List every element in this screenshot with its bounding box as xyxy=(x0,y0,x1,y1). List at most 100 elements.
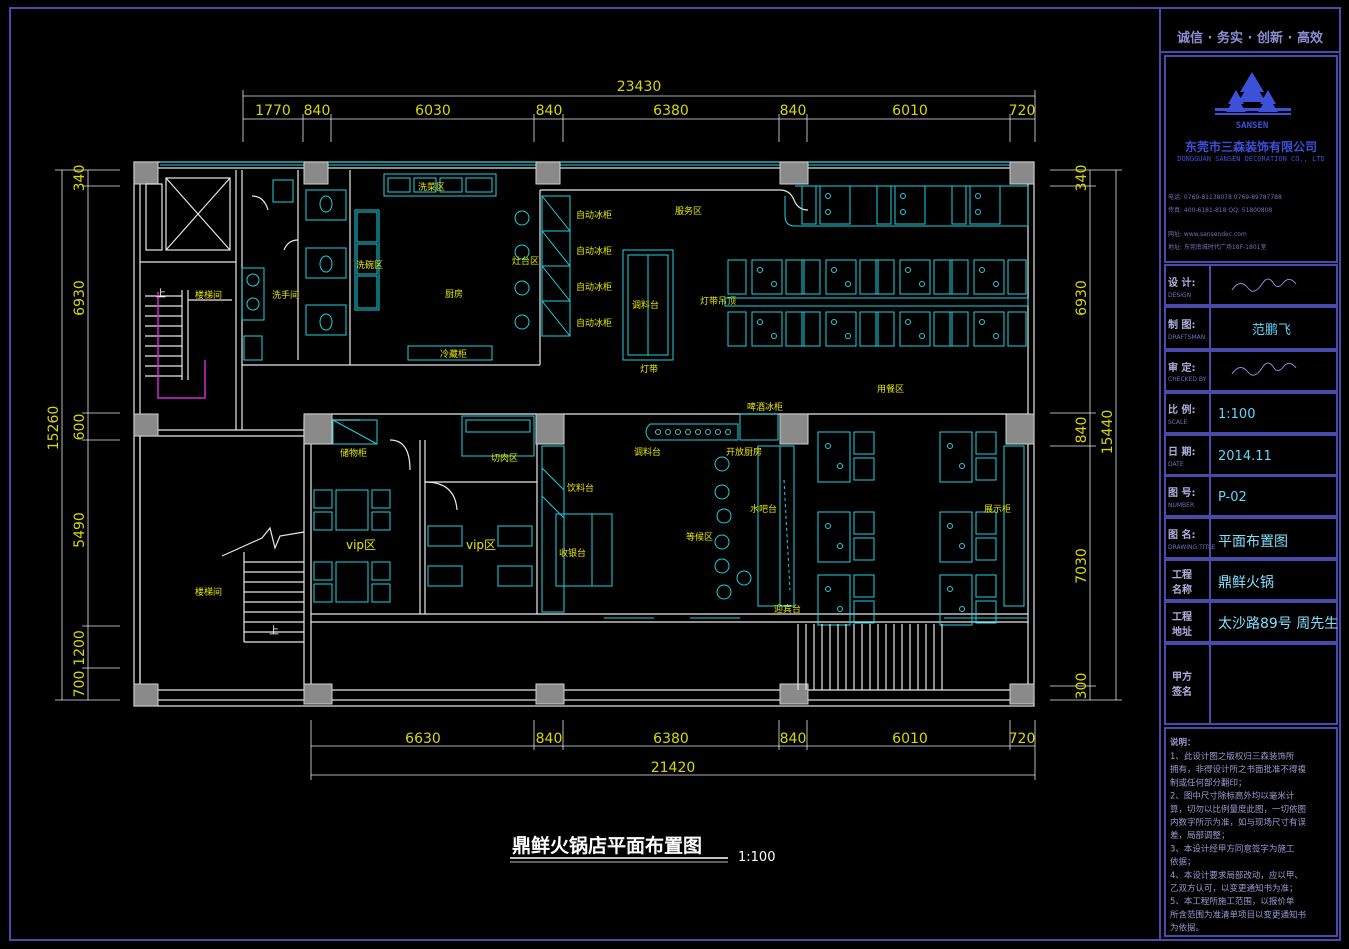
dining-chair xyxy=(975,574,997,598)
dim-top-3: 6030 xyxy=(415,103,451,119)
draw-sub: DRAFTSMAN xyxy=(1168,334,1205,341)
fridge-row: 自动冰柜 自动冰柜 自动冰柜 自动冰柜 服务区 xyxy=(541,195,702,337)
walls xyxy=(133,161,1035,707)
booth-table xyxy=(751,311,783,347)
design-sub: DESIGN xyxy=(1168,292,1191,299)
booth-bench xyxy=(875,259,895,295)
booth-bench xyxy=(875,311,895,347)
designer-signature xyxy=(1231,278,1297,292)
outer-frame xyxy=(9,7,1341,941)
dining-table xyxy=(939,431,973,483)
note-line: 所含范围为准清单项目以变更通知书 xyxy=(1170,909,1307,920)
check-label: 审 定: xyxy=(1168,361,1195,374)
dim-right-1: 340 xyxy=(1074,165,1090,192)
note-line: 3、本设计经甲方同意签字为施工 xyxy=(1170,843,1295,854)
booth-bench xyxy=(933,311,953,347)
booth-bench xyxy=(785,311,805,347)
hotpot-burner xyxy=(831,319,837,325)
label-fridge-3: 自动冰柜 xyxy=(576,281,612,293)
dim-bottom-5: 6010 xyxy=(892,731,928,747)
top-dimensions: 23430 1770 840 6030 840 6380 840 6010 72… xyxy=(242,79,1036,142)
dim-bottom-3: 6380 xyxy=(653,731,689,747)
scale-value: 1:100 xyxy=(1218,407,1255,422)
vip-chair xyxy=(371,489,391,509)
dim-left-2: 6930 xyxy=(72,280,88,316)
columns xyxy=(133,161,1035,707)
label-stair-lower: 楼梯间 xyxy=(195,586,222,598)
scale-sub: SCALE xyxy=(1168,419,1187,426)
dining-chair xyxy=(853,457,875,481)
booth-bench xyxy=(727,311,747,347)
sign-label-2: 签名 xyxy=(1171,685,1192,698)
dim-left-3: 600 xyxy=(72,414,88,441)
note-line: 依据； xyxy=(1170,857,1196,868)
company-web: 网址: www.sansendec.com xyxy=(1168,230,1247,238)
project-label-2: 名称 xyxy=(1172,583,1192,596)
booth-table xyxy=(894,185,926,225)
company-cn: 东莞市三森装饰有限公司 xyxy=(1185,139,1317,154)
note-line: 1、此设计图之版权归三森装饰所 xyxy=(1170,751,1295,762)
checker-signature xyxy=(1231,362,1297,376)
company-address: 地址: 东莞南城时代广场18F-1801室 xyxy=(1168,243,1266,251)
stair-lower: 上 楼梯间 xyxy=(195,526,305,643)
vip-chair xyxy=(313,583,333,603)
note-line: 5、本工程所施工范围，以报价单 xyxy=(1170,896,1295,907)
hotpot-burner xyxy=(900,193,906,199)
hotpot-burner xyxy=(919,281,925,287)
hotpot-burner xyxy=(837,463,843,469)
drawing-scale: 1:100 xyxy=(738,850,775,865)
label-dining: 用餐区 xyxy=(877,383,904,395)
dim-bottom-6: 720 xyxy=(1009,731,1036,747)
hotpot-burner xyxy=(979,319,985,325)
addr-label-2: 地址 xyxy=(1172,625,1192,638)
project-value: 鼎鲜火锅 xyxy=(1218,575,1274,591)
label-vip-2: vip区 xyxy=(466,538,496,552)
addr-value: 太沙路89号 周先生 xyxy=(1218,616,1338,632)
booth-table xyxy=(899,311,931,347)
dining-upper xyxy=(727,185,1027,347)
draw-label: 制 图: xyxy=(1168,318,1195,331)
label-meat: 切肉区 xyxy=(491,452,518,464)
label-vip-1: vip区 xyxy=(346,538,376,552)
vip-table xyxy=(497,565,533,587)
left-dimensions: 15260 340 6930 600 5490 1200 700 xyxy=(46,165,120,701)
seasoning-island: 调料台 灯带 灯带吊顶 xyxy=(622,249,736,375)
dining-frame: 用餐区 xyxy=(724,185,1029,395)
date-value: 2014.11 xyxy=(1218,449,1272,464)
dim-overall-bottom: 21420 xyxy=(651,760,696,776)
kitchen: 厨房 洗菜区 洗碗区 灶台区 冷藏柜 xyxy=(354,173,539,361)
dining-chair xyxy=(853,511,875,535)
note-line: 算，切勿以比例量度此图，一切依图 xyxy=(1170,804,1306,815)
dining-lower-right xyxy=(817,431,997,626)
hotpot-burner xyxy=(837,606,843,612)
drawing-title: 鼎鲜火锅店平面布置图 xyxy=(512,834,702,857)
booth-bench xyxy=(1007,311,1027,347)
note-line: 2、图中尺寸除标高外均以毫米计 xyxy=(1170,791,1295,802)
check-sub: CHECKED BY xyxy=(1168,376,1207,383)
hotpot-burner xyxy=(757,319,763,325)
booth-bench xyxy=(949,311,969,347)
hotpot-burner xyxy=(947,586,953,592)
hotpot-burner xyxy=(825,193,831,199)
dim-left-1: 340 xyxy=(72,165,88,192)
hotpot-burner xyxy=(825,443,831,449)
date-sub: DATE xyxy=(1168,461,1184,468)
bottom-dimensions: 6630 840 6380 840 6010 720 21420 xyxy=(310,720,1036,780)
hotpot-burner xyxy=(975,209,981,215)
note-line: 为依据。 xyxy=(1170,923,1204,934)
booth-bench xyxy=(949,259,969,295)
hotpot-burner xyxy=(845,333,851,339)
note-line: 乙双方认可，以变更通知书为准； xyxy=(1170,883,1298,894)
booth-table xyxy=(819,185,851,225)
booth-table xyxy=(899,259,931,295)
company-phone: 电话: 0769-81138078 0769-89787788 xyxy=(1168,193,1282,201)
note-line: 拥有，非得设计所之书面批准不得複 xyxy=(1170,764,1307,775)
dim-top-2: 840 xyxy=(304,103,331,119)
booth-bench xyxy=(933,259,953,295)
dim-bottom-4: 840 xyxy=(780,731,807,747)
dim-bottom-2: 840 xyxy=(536,731,563,747)
name-label: 图 名: xyxy=(1168,528,1195,541)
label-cold: 冷藏柜 xyxy=(440,348,467,360)
right-dimensions: 340 6930 840 7030 300 15440 xyxy=(1050,165,1122,701)
